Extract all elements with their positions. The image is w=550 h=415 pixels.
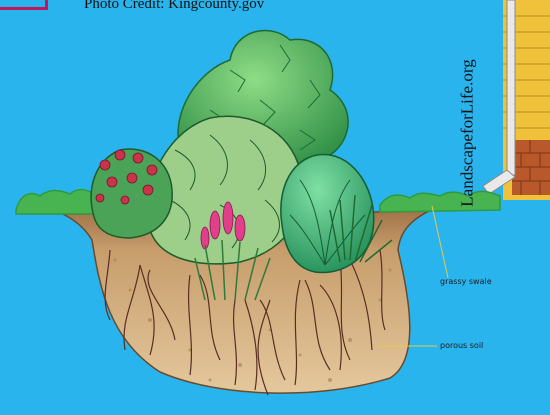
grassy-swale-leader xyxy=(432,206,448,278)
photo-credit: Photo Credit: Kingcounty.gov xyxy=(84,0,264,13)
site-watermark: LandscapeforLife.org xyxy=(453,40,483,225)
downspout xyxy=(483,0,515,194)
site-watermark-text: LandscapeforLife.org xyxy=(458,59,478,206)
corner-frame xyxy=(0,0,48,10)
grassy-swale-label: grassy swale xyxy=(440,277,492,286)
porous-soil-label: porous soil xyxy=(440,341,483,350)
round-shrub xyxy=(281,154,374,272)
flowering-shrub xyxy=(91,149,172,238)
